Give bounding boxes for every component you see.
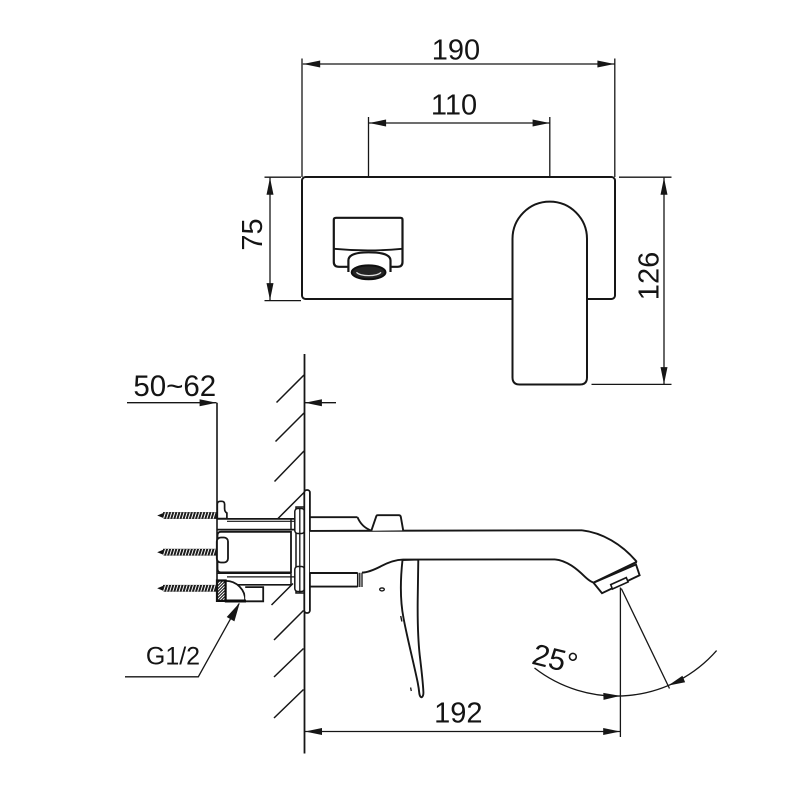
svg-text:190: 190 — [432, 35, 480, 67]
svg-text:G1/2: G1/2 — [146, 643, 200, 671]
svg-text:126: 126 — [634, 252, 666, 300]
svg-text:75: 75 — [237, 218, 269, 250]
svg-text:110: 110 — [431, 90, 477, 122]
svg-text:192: 192 — [434, 698, 482, 730]
svg-text:25°: 25° — [529, 638, 581, 681]
svg-text:50~62: 50~62 — [133, 370, 216, 403]
